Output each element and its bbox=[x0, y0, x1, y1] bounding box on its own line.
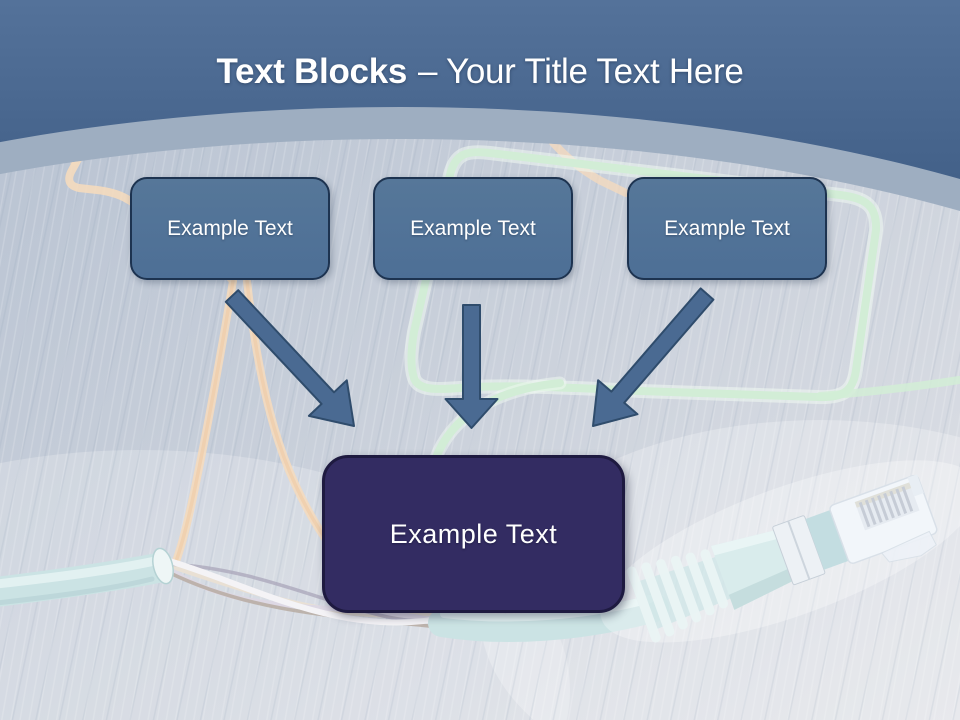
text-block-1: Example Text bbox=[130, 177, 330, 280]
network-cable-left bbox=[0, 553, 173, 608]
cable-cut-end bbox=[152, 547, 174, 585]
text-block-2-label: Example Text bbox=[410, 216, 536, 240]
connector-arrows bbox=[224, 287, 715, 429]
text-block-3-label: Example Text bbox=[664, 216, 790, 240]
text-block-3: Example Text bbox=[627, 177, 827, 280]
text-block-1-label: Example Text bbox=[167, 216, 293, 240]
slide-title-bold: Text Blocks bbox=[216, 52, 408, 91]
network-cable-right bbox=[428, 594, 669, 642]
rj45-connector bbox=[600, 460, 960, 643]
slide-title-regular: – Your Title Text Here bbox=[418, 52, 744, 91]
slide-title: Text Blocks – Your Title Text Here bbox=[0, 52, 960, 92]
result-block: Example Text bbox=[322, 455, 625, 613]
result-block-label: Example Text bbox=[389, 518, 558, 549]
twisted-pair-wires bbox=[162, 557, 455, 630]
arrow-diagonal-right-icon bbox=[592, 287, 715, 427]
arrow-diagonal-left-icon bbox=[224, 289, 355, 427]
arrow-down-icon bbox=[444, 304, 499, 429]
text-block-2: Example Text bbox=[373, 177, 573, 280]
